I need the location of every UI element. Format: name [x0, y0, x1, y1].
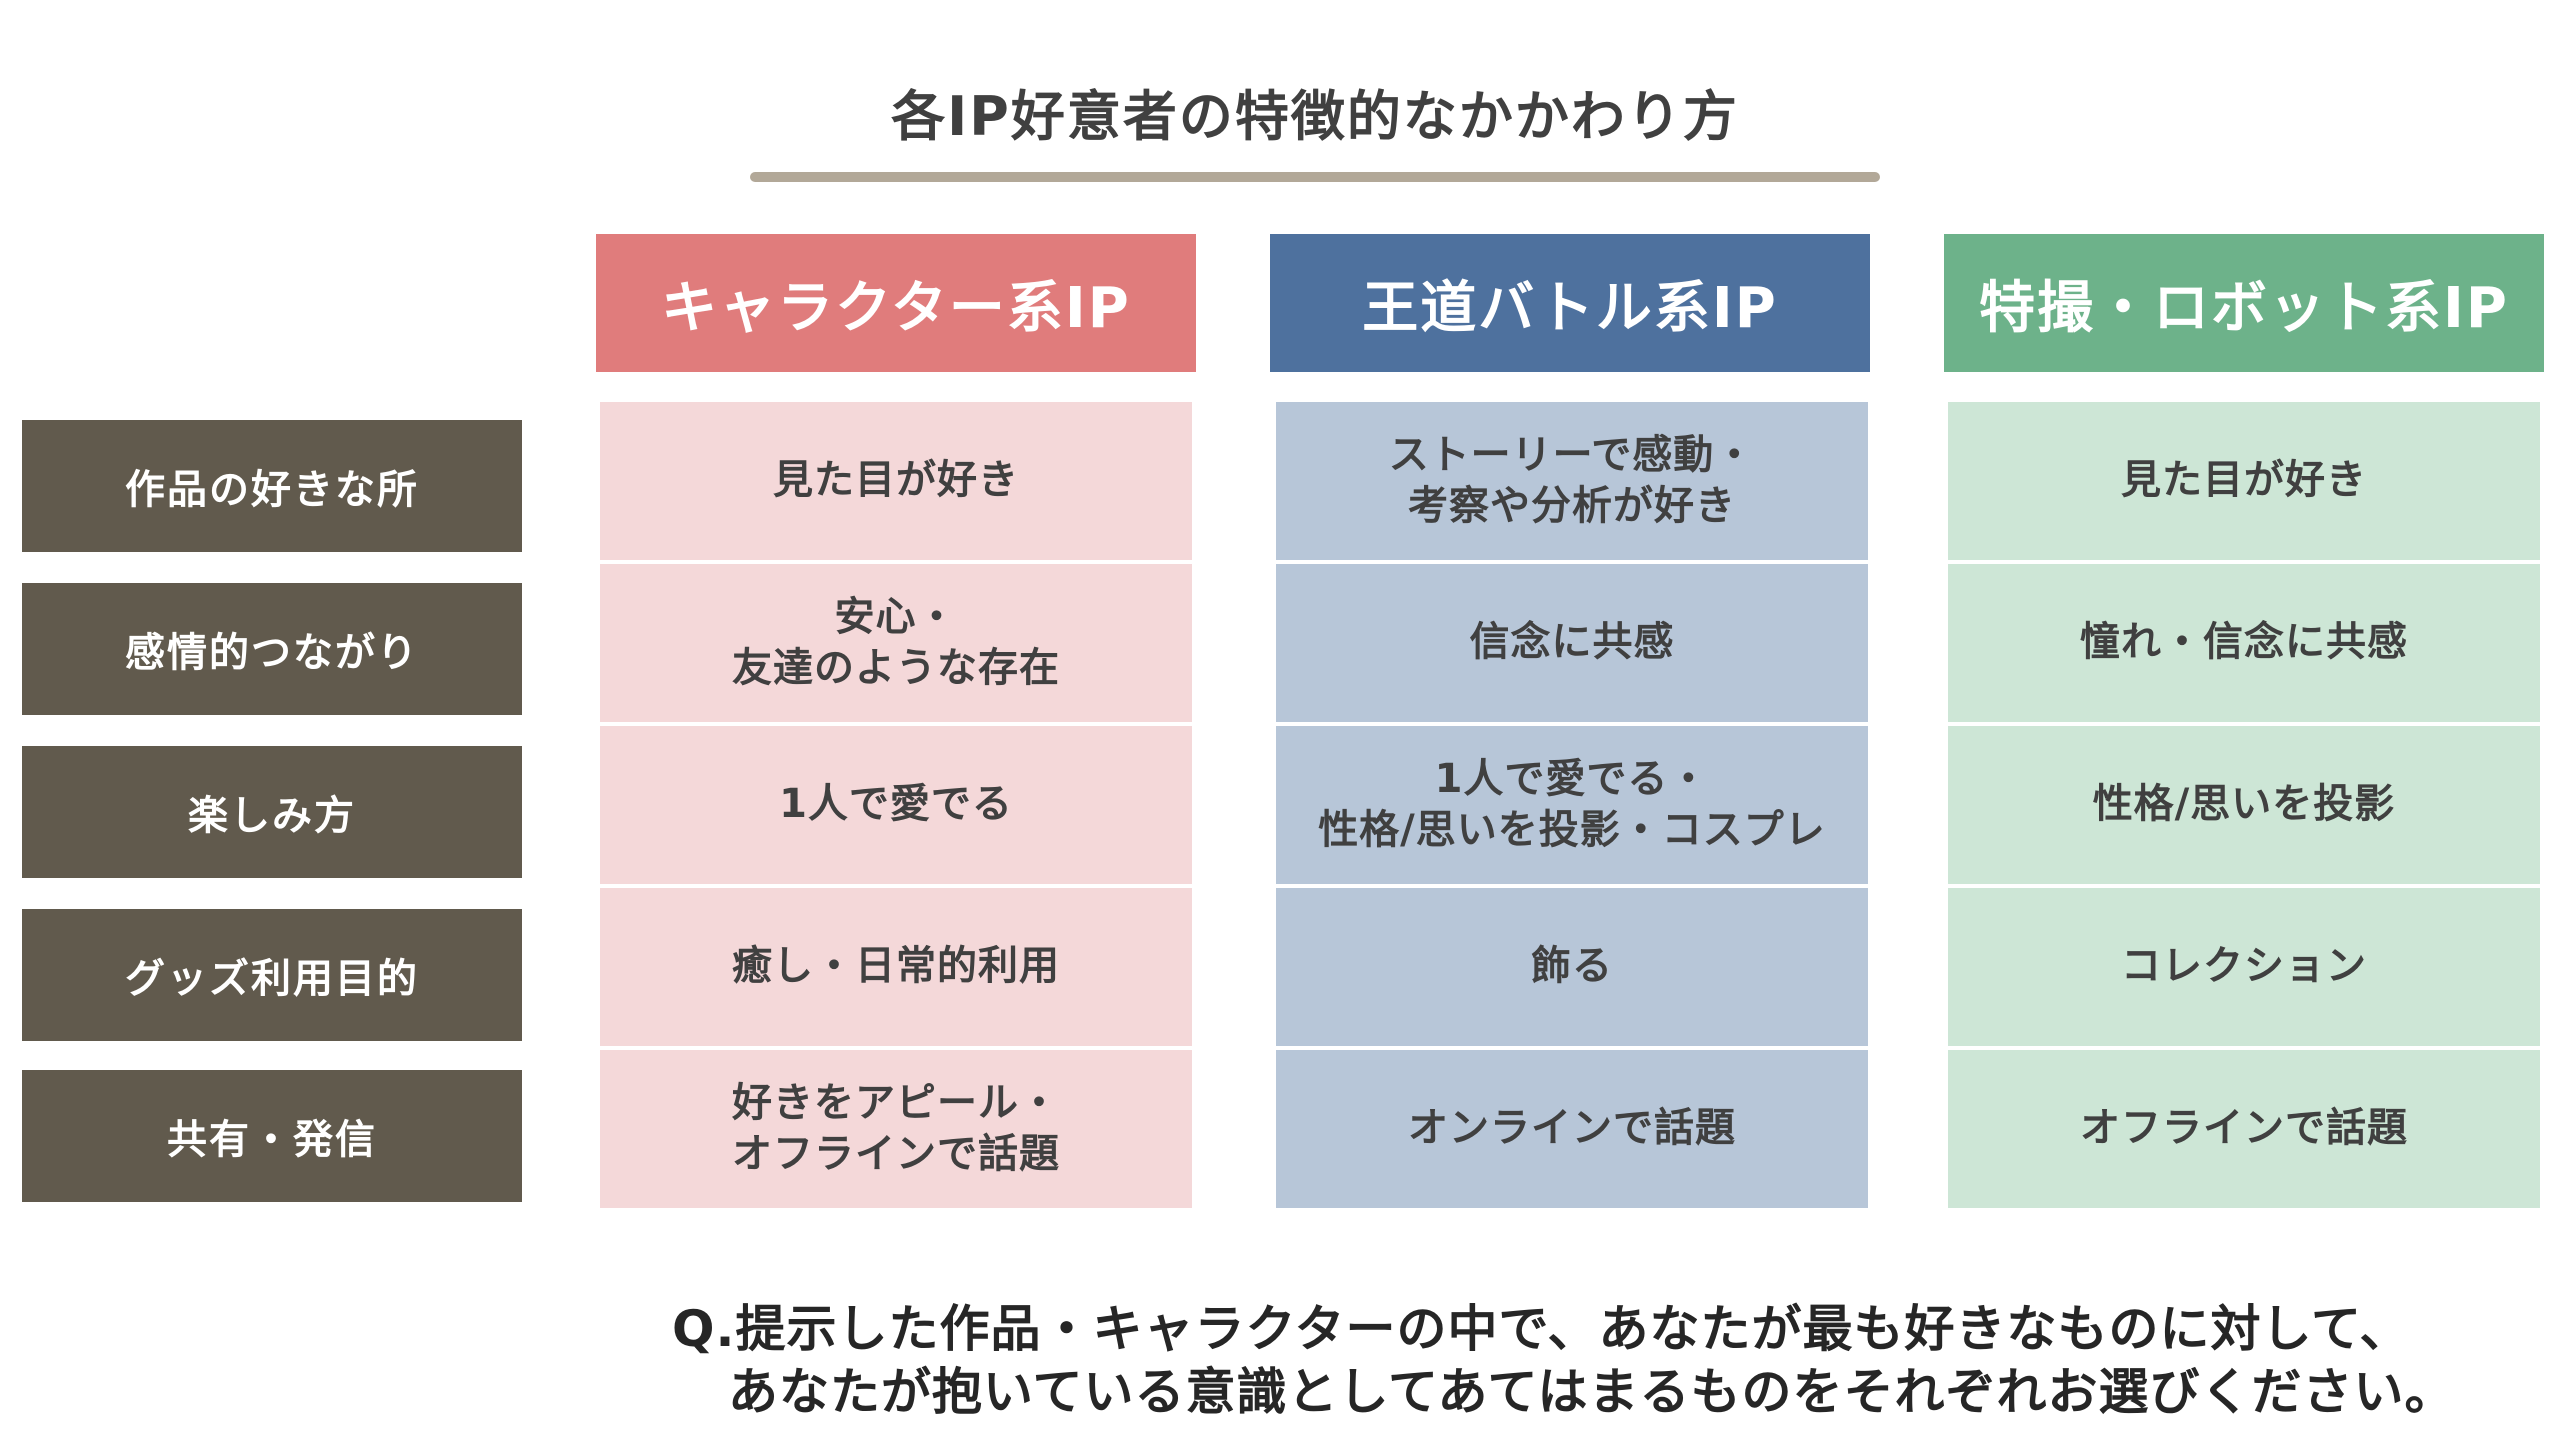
column-header-character: キャラクター系IP — [596, 234, 1196, 372]
row-label-goods-purpose: グッズ利用目的 — [22, 909, 522, 1041]
cell-tokusatsu-sharing: オフラインで話題 — [1948, 1050, 2540, 1208]
cell-battle-goods-purpose: 飾る — [1276, 888, 1868, 1046]
row-label-enjoyment: 楽しみ方 — [22, 746, 522, 878]
cell-tokusatsu-enjoyment: 性格/思いを投影 — [1948, 726, 2540, 884]
survey-question-line2: あなたが抱いている意識としてあてはまるものをそれぞれお選びください。 — [728, 1363, 2456, 1421]
column-header-tokusatsu: 特撮・ロボット系IP — [1944, 234, 2544, 372]
cell-tokusatsu-favorite-point: 見た目が好き — [1948, 402, 2540, 560]
cell-character-enjoyment: 1人で愛でる — [600, 726, 1192, 884]
cell-battle-emotional-connection: 信念に共感 — [1276, 564, 1868, 722]
survey-question: Q.提示した作品・キャラクターの中で、あなたが最も好きなものに対して、 あなたが… — [672, 1298, 2542, 1424]
cell-battle-sharing: オンラインで話題 — [1276, 1050, 1868, 1208]
cell-battle-favorite-point: ストーリーで感動・ 考察や分析が好き — [1276, 402, 1868, 560]
cell-character-emotional-connection: 安心・ 友達のような存在 — [600, 564, 1192, 722]
cell-tokusatsu-goods-purpose: コレクション — [1948, 888, 2540, 1046]
row-label-favorite-point: 作品の好きな所 — [22, 420, 522, 552]
cell-battle-enjoyment: 1人で愛でる・ 性格/思いを投影・コスプレ — [1276, 726, 1868, 884]
row-label-sharing: 共有・発信 — [22, 1070, 522, 1202]
column-header-battle: 王道バトル系IP — [1270, 234, 1870, 372]
title-underline — [750, 172, 1880, 182]
cell-character-sharing: 好きをアピール・ オフラインで話題 — [600, 1050, 1192, 1208]
page-title: 各IP好意者の特徴的なかかわり方 — [891, 85, 1739, 148]
row-label-emotional-connection: 感情的つながり — [22, 583, 522, 715]
cell-character-favorite-point: 見た目が好き — [600, 402, 1192, 560]
cell-tokusatsu-emotional-connection: 憧れ・信念に共感 — [1948, 564, 2540, 722]
cell-character-goods-purpose: 癒し・日常的利用 — [600, 888, 1192, 1046]
survey-question-line1: Q.提示した作品・キャラクターの中で、あなたが最も好きなものに対して、 — [672, 1300, 2411, 1358]
